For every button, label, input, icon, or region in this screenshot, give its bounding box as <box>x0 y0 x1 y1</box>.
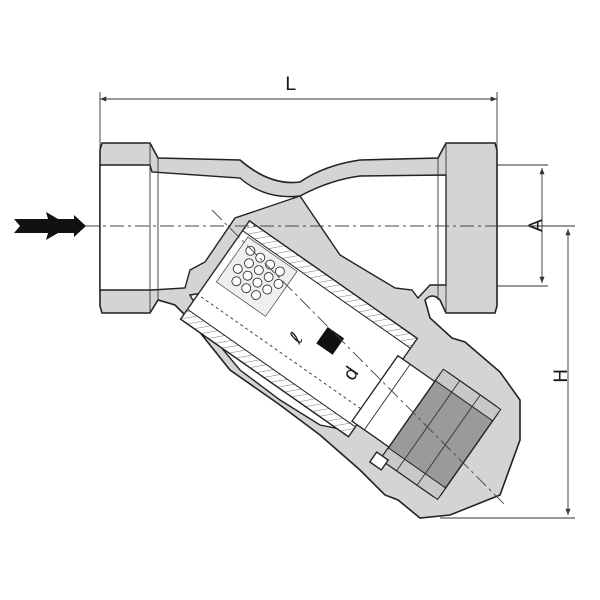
perforation-holes <box>231 245 285 301</box>
drain-notch <box>368 451 390 471</box>
height-label: H <box>550 369 572 383</box>
dimension-height: H <box>440 225 575 519</box>
flow-direction-arrow-icon <box>14 212 86 240</box>
screen-marker <box>316 326 345 355</box>
length-label: L <box>285 73 296 95</box>
outlet-bore <box>298 174 447 300</box>
dimension-length: L <box>99 73 498 150</box>
center-axes <box>60 209 570 506</box>
diameter-label: A <box>525 219 547 232</box>
filter-screen: ℓ d <box>179 219 502 501</box>
dimension-diameter: A <box>497 164 548 287</box>
